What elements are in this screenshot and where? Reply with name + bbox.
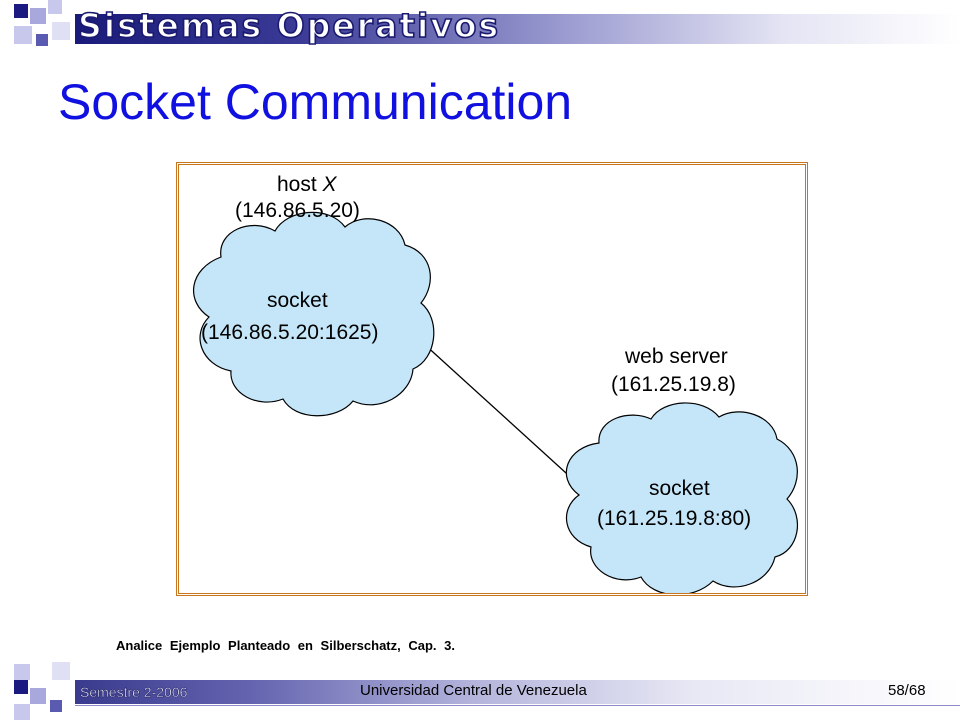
socket-diagram: host X (146.86.5.20) socket (146.86.5.20… xyxy=(193,173,799,593)
decor-square xyxy=(50,700,62,712)
decor-square xyxy=(14,704,30,720)
server-label: web server xyxy=(624,345,728,368)
footer-university: Universidad Central de Venezuela xyxy=(360,682,587,699)
diagram-frame: host X (146.86.5.20) socket (146.86.5.20… xyxy=(176,162,808,596)
server-ip: (161.25.19.8) xyxy=(611,373,736,396)
decor-square xyxy=(30,8,46,24)
footer-divider xyxy=(75,705,960,706)
footer-bar xyxy=(75,680,960,704)
host-cloud xyxy=(193,211,435,417)
host-word: host xyxy=(277,173,317,196)
page-title: Socket Communication xyxy=(58,74,573,130)
host-socket-label: socket xyxy=(267,289,328,312)
server-socket-label: socket xyxy=(649,477,710,500)
page-number: 58/68 xyxy=(888,682,926,699)
host-socket-address: (146.86.5.20:1625) xyxy=(201,321,378,344)
decor-square xyxy=(14,680,28,694)
decor-square xyxy=(14,664,30,680)
decor-square xyxy=(36,34,48,46)
decor-square xyxy=(52,22,70,40)
footer-semester: Semestre 2-2006 xyxy=(80,684,188,701)
host-name: X xyxy=(322,173,338,196)
server-cloud xyxy=(565,402,799,593)
server-socket-address: (161.25.19.8:80) xyxy=(597,507,751,530)
reference-note: Analice Ejemplo Planteado en Silberschat… xyxy=(116,638,455,653)
top-banner xyxy=(75,14,960,44)
decor-square xyxy=(52,662,70,680)
connection-line xyxy=(422,342,578,484)
decor-square xyxy=(30,688,46,704)
host-ip: (146.86.5.20) xyxy=(235,199,360,222)
decor-square xyxy=(48,0,62,14)
host-label: host X xyxy=(277,173,338,196)
decor-square xyxy=(14,26,32,44)
decor-square xyxy=(14,4,28,18)
banner-title: Sistemas Operativos xyxy=(77,5,501,46)
